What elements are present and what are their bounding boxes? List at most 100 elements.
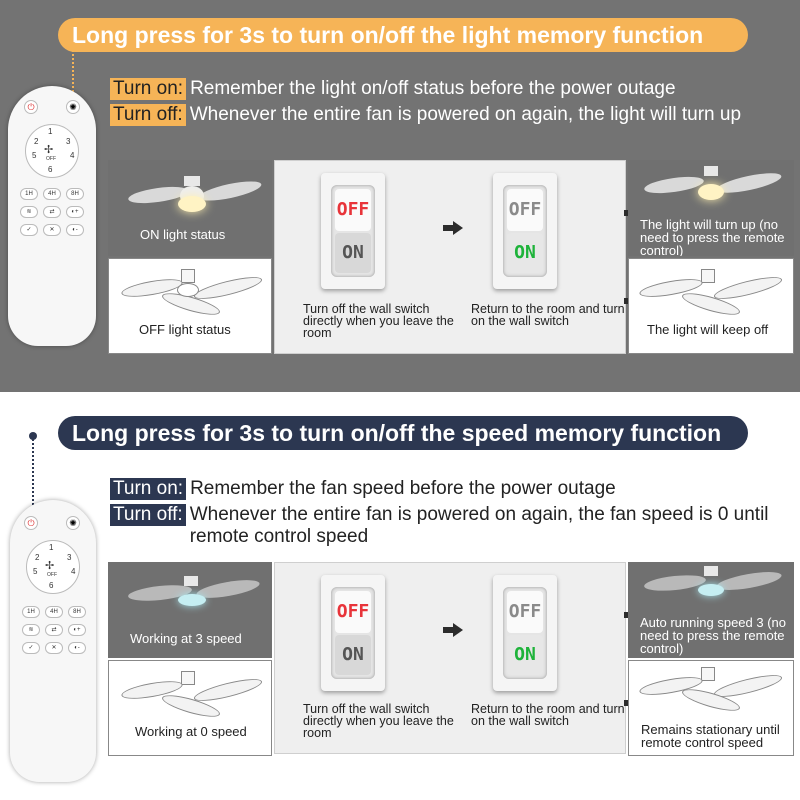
timer-row: 1H 4H 8H: [22, 606, 86, 618]
light-memory-section: Long press for 3s to turn on/off the lig…: [0, 0, 800, 392]
speed-2[interactable]: 2: [34, 137, 39, 146]
switch-off-label: OFF: [507, 189, 543, 231]
off-status-cell: OFF light status: [108, 258, 272, 354]
fan-icon: ✢: [44, 144, 54, 156]
brightness-down-icon[interactable]: ◐-: [66, 224, 84, 236]
brightness-up-icon[interactable]: ◐+: [66, 206, 84, 218]
turn-off-text: Whenever the entire fan is powered on ag…: [189, 104, 742, 125]
lamp-glow: [698, 184, 724, 200]
speed-5[interactable]: 5: [32, 151, 37, 160]
speed-3-cell: Working at 3 speed: [108, 562, 272, 658]
speed-3[interactable]: 3: [66, 137, 71, 146]
timer-4h-button[interactable]: 4H: [45, 606, 63, 618]
turn-on-text: Remember the light on/off status before …: [190, 78, 676, 99]
speed-3[interactable]: 3: [67, 553, 72, 562]
func-row: ✓ ✕ ◐-: [20, 224, 84, 236]
check-icon[interactable]: ✓: [20, 224, 38, 236]
reverse-icon[interactable]: ⇄: [45, 624, 63, 636]
result-bottom-cell: The light will keep off: [628, 258, 794, 354]
speed-4[interactable]: 4: [70, 151, 75, 160]
breeze-icon[interactable]: ≋: [22, 624, 40, 636]
speed-wheel[interactable]: 1 2 3 4 5 6 ✢ OFF: [26, 540, 80, 594]
turn-off-tag: Turn off:: [110, 104, 186, 126]
result-top-caption: The light will turn up (no need to press…: [640, 217, 785, 256]
result-bottom-cell: Remains stationary until remote control …: [628, 660, 794, 756]
remote-control: ⏻ ✺ 1 2 3 4 5 6 ✢ OFF 1H 4H 8H ≋ ⇄ ◐+ ✓ …: [10, 500, 96, 782]
switch-steps: OFF ON OFF ON Turn off the wall switch d…: [274, 160, 626, 354]
timer-4h-button[interactable]: 4H: [43, 188, 61, 200]
switch-steps: OFF ON OFF ON Turn off the wall switch d…: [274, 562, 626, 754]
speed-0-cell: Working at 0 speed: [108, 660, 272, 756]
leader-line: [32, 436, 34, 512]
step-2-caption: Return to the room and turn on the wall …: [471, 302, 625, 328]
mode-row: ≋ ⇄ ◐+: [22, 624, 86, 636]
switch-on-label: ON: [335, 635, 371, 675]
speed-5[interactable]: 5: [33, 567, 38, 576]
switch-off-label: OFF: [507, 591, 543, 633]
result-top-cell: Auto running speed 3 (no need to press t…: [628, 562, 794, 658]
check-icon[interactable]: ✓: [22, 642, 40, 654]
wall-switch-off: OFF ON: [321, 575, 385, 691]
fan-icon: ✢: [45, 560, 55, 572]
arrow-right-icon: [443, 623, 463, 637]
timer-1h-button[interactable]: 1H: [20, 188, 38, 200]
speed-memory-info: Turn on: Remember the fan speed before t…: [110, 478, 790, 552]
timer-row: 1H 4H 8H: [20, 188, 84, 200]
result-bottom-caption: The light will keep off: [647, 322, 769, 337]
mode-row: ≋ ⇄ ◐+: [20, 206, 84, 218]
light-icon[interactable]: ✺: [66, 516, 80, 530]
step-2-caption: Return to the room and turn on the wall …: [471, 702, 625, 728]
speed-memory-banner: Long press for 3s to turn on/off the spe…: [58, 416, 748, 450]
wall-switch-on: OFF ON: [493, 575, 557, 691]
func-row: ✓ ✕ ◐-: [22, 642, 86, 654]
brightness-up-icon[interactable]: ◐+: [68, 624, 86, 636]
speed-1[interactable]: 1: [49, 543, 54, 552]
lamp-glow: [178, 196, 206, 212]
off-status-caption: OFF light status: [139, 322, 231, 337]
mute-icon[interactable]: ✕: [45, 642, 63, 654]
speed-2[interactable]: 2: [35, 553, 40, 562]
speed-6[interactable]: 6: [48, 165, 53, 174]
switch-on-label: ON: [507, 635, 543, 675]
brightness-down-icon[interactable]: ◐-: [68, 642, 86, 654]
switch-off-label: OFF: [335, 591, 371, 633]
result-top-caption: Auto running speed 3 (no need to press t…: [640, 615, 786, 656]
mute-icon[interactable]: ✕: [43, 224, 61, 236]
wall-switch-on: OFF ON: [493, 173, 557, 289]
speed-3-caption: Working at 3 speed: [130, 631, 242, 646]
result-top-cell: The light will turn up (no need to press…: [628, 160, 794, 256]
turn-off-text: Whenever the entire fan is powered on ag…: [189, 504, 769, 547]
power-icon[interactable]: ⏻: [24, 100, 38, 114]
remote-control: ⏻ ✺ 1 2 3 4 5 6 ✢ OFF 1H 4H 8H ≋ ⇄ ◐+ ✓ …: [8, 86, 96, 346]
spin-glow: [178, 594, 206, 606]
step-1-caption: Turn off the wall switch directly when y…: [303, 302, 454, 340]
leader-line: [72, 46, 74, 96]
speed-memory-section: Long press for 3s to turn on/off the spe…: [0, 392, 800, 800]
speed-wheel[interactable]: 1 2 3 4 5 6 ✢ OFF: [25, 124, 79, 178]
power-icon[interactable]: ⏻: [24, 516, 38, 530]
wheel-off-label: OFF: [46, 156, 56, 162]
spin-glow: [698, 584, 724, 596]
timer-8h-button[interactable]: 8H: [68, 606, 86, 618]
result-bottom-caption: Remains stationary until remote control …: [641, 722, 780, 750]
turn-off-tag: Turn off:: [110, 504, 186, 526]
timer-8h-button[interactable]: 8H: [66, 188, 84, 200]
arrow-right-icon: [443, 221, 463, 235]
speed-6[interactable]: 6: [49, 581, 54, 590]
on-status-caption: ON light status: [140, 227, 226, 242]
light-memory-info: Turn on: Remember the light on/off statu…: [110, 78, 790, 130]
turn-on-tag: Turn on:: [110, 78, 187, 100]
turn-on-tag: Turn on:: [110, 478, 187, 500]
on-status-cell: ON light status: [108, 160, 272, 256]
speed-1[interactable]: 1: [48, 127, 53, 136]
step-1-caption: Turn off the wall switch directly when y…: [303, 702, 454, 740]
timer-1h-button[interactable]: 1H: [22, 606, 40, 618]
light-icon[interactable]: ✺: [66, 100, 80, 114]
speed-4[interactable]: 4: [71, 567, 76, 576]
switch-on-label: ON: [507, 233, 543, 273]
switch-off-label: OFF: [335, 189, 371, 231]
wheel-off-label: OFF: [47, 572, 57, 578]
switch-on-label: ON: [335, 233, 371, 273]
reverse-icon[interactable]: ⇄: [43, 206, 61, 218]
breeze-icon[interactable]: ≋: [20, 206, 38, 218]
